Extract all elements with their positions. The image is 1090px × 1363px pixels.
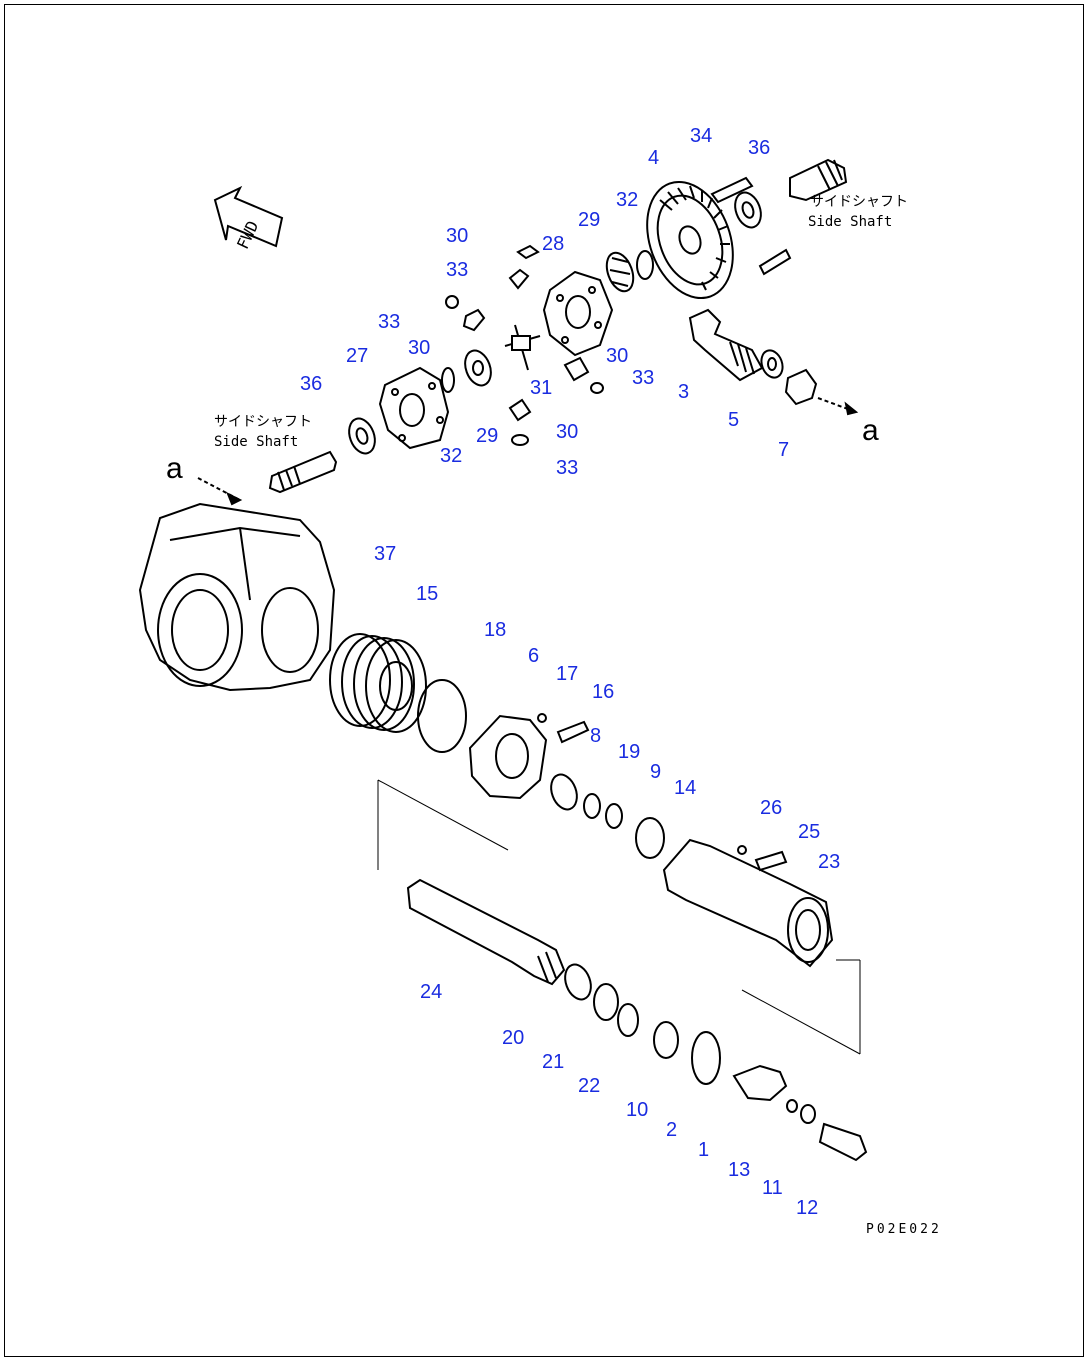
callout-33-d: 33 — [632, 367, 655, 389]
diff-case-28 — [542, 270, 614, 357]
side-shaft-right — [789, 158, 848, 202]
spider-31 — [504, 324, 541, 371]
yoke-1 — [732, 1064, 788, 1102]
callout-30-b: 30 — [408, 337, 431, 359]
callout-9: 9 — [650, 761, 662, 783]
bolt-16-plug-17 — [537, 713, 590, 744]
callout-10: 10 — [626, 1099, 649, 1121]
callout-13: 13 — [728, 1159, 751, 1181]
bolt-34 — [710, 176, 754, 204]
callout-36-left: 36 — [300, 373, 323, 395]
callout-27: 27 — [346, 345, 369, 367]
pinion-shaft-3 — [688, 308, 764, 382]
callout-2: 2 — [666, 1119, 678, 1141]
seal-group — [550, 773, 665, 859]
callout-25: 25 — [798, 821, 821, 843]
callout-33-a: 33 — [446, 259, 469, 281]
ref-arrows — [197, 397, 859, 506]
axle-housing-37 — [138, 502, 336, 692]
bearing-5 — [760, 349, 784, 379]
callout-26: 26 — [760, 797, 783, 819]
callout-28: 28 — [542, 233, 565, 255]
callout-34: 34 — [690, 125, 713, 147]
callout-33-c: 33 — [556, 457, 579, 479]
callout-30-d: 30 — [606, 345, 629, 367]
callout-33-b: 33 — [378, 311, 401, 333]
bolt-35 — [758, 248, 792, 276]
bolt-washer-group — [786, 1099, 868, 1162]
o-ring-18 — [417, 679, 467, 753]
bearing-36-left — [348, 417, 376, 455]
callout-14: 14 — [674, 777, 697, 799]
small-washers-top — [445, 244, 604, 446]
callout-15: 15 — [416, 583, 439, 605]
nut-7 — [784, 368, 818, 406]
callout-1: 1 — [698, 1139, 710, 1161]
axle-tube-23 — [662, 838, 834, 968]
callout-12: 12 — [796, 1197, 819, 1219]
callout-11: 11 — [762, 1177, 783, 1199]
callout-29-left: 29 — [476, 425, 499, 447]
ref-mark-left: a — [166, 452, 183, 485]
side-shaft-jp-left: サイドシャフト — [214, 414, 312, 430]
callout-30-a: 30 — [446, 225, 469, 247]
callout-5: 5 — [728, 409, 740, 431]
pinion-group-left — [441, 349, 492, 393]
callout-30-c: 30 — [556, 421, 579, 443]
bolt-25-plug-26 — [737, 845, 788, 872]
callout-37: 37 — [374, 543, 397, 565]
assembly-lines — [377, 779, 861, 1055]
callout-23: 23 — [818, 851, 841, 873]
callout-3: 3 — [678, 381, 690, 403]
fwd-arrow-icon — [213, 185, 284, 248]
callout-32-top: 32 — [616, 189, 639, 211]
callout-32-left: 32 — [440, 445, 463, 467]
drawing-code: P02E022 — [866, 1222, 942, 1237]
callout-36-top: 36 — [748, 137, 771, 159]
callout-7: 7 — [778, 439, 790, 461]
callout-8: 8 — [590, 725, 602, 747]
bearing-36-top — [734, 191, 762, 229]
callout-6: 6 — [528, 645, 540, 667]
pinion-group-top — [605, 250, 654, 293]
callout-19: 19 — [618, 741, 641, 763]
ref-mark-right: a — [862, 414, 879, 447]
callout-17: 17 — [556, 663, 579, 685]
side-shaft-jp-right: サイドシャフト — [810, 194, 908, 210]
bearing-washer-group — [564, 963, 721, 1085]
axle-shaft-24 — [406, 878, 566, 986]
diff-case-27 — [378, 366, 450, 450]
disc-pack-15 — [329, 633, 427, 733]
callout-22: 22 — [578, 1075, 601, 1097]
callout-18: 18 — [484, 619, 507, 641]
callout-31: 31 — [530, 377, 553, 399]
side-shaft-en-left: Side Shaft — [214, 434, 299, 450]
drawing-frame — [4, 4, 1084, 1357]
callout-16: 16 — [592, 681, 615, 703]
callout-29-top: 29 — [578, 209, 601, 231]
ring-gear-4 — [646, 180, 734, 300]
side-shaft-en-right: Side Shaft — [808, 214, 893, 230]
callout-4: 4 — [648, 147, 660, 169]
callout-24: 24 — [420, 981, 443, 1003]
callout-21: 21 — [542, 1051, 565, 1073]
callout-20: 20 — [502, 1027, 525, 1049]
retainer-6 — [468, 714, 548, 800]
side-shaft-left — [268, 450, 338, 494]
